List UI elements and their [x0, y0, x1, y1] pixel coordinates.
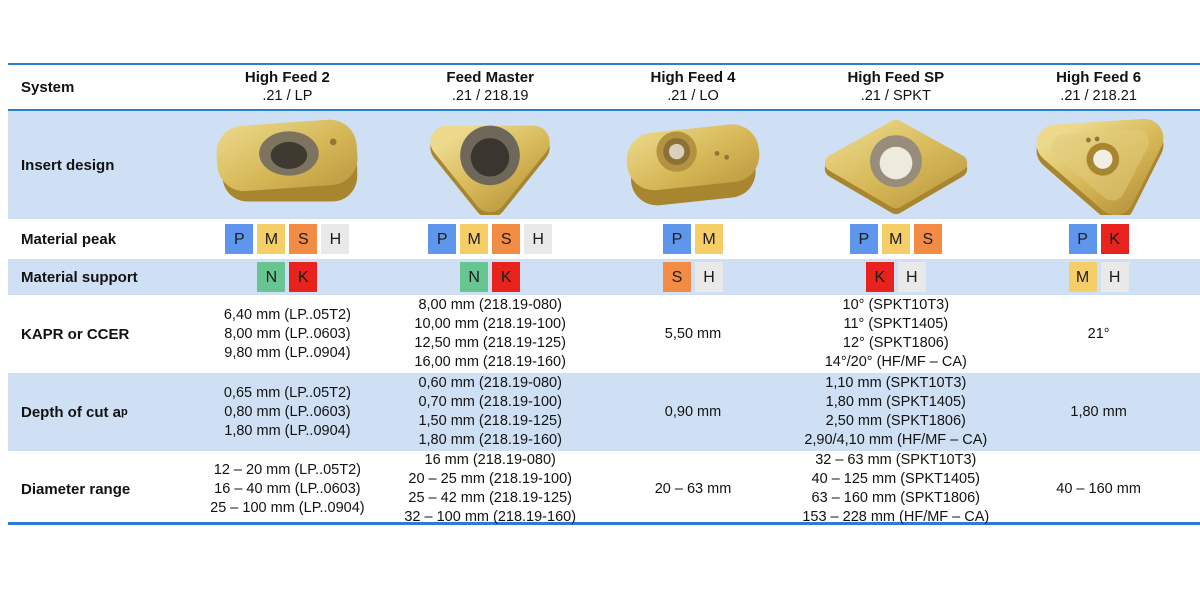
material-badge-s: S	[289, 224, 318, 254]
material-peak-high-feed-2: P M S H	[186, 219, 389, 259]
material-badge-k: K	[1100, 224, 1129, 254]
row-material-support: Material support N K N K S H K H M H	[8, 259, 1200, 295]
material-badge-m: M	[694, 224, 723, 254]
insert-cell-high-feed-sp	[794, 111, 997, 219]
depth-high-feed-6: 1,80 mm	[1070, 403, 1127, 420]
system-name: Feed Master	[446, 69, 534, 86]
kapr-high-feed-sp: 10° (SPKT10T3) 11° (SPKT1405) 12° (SPKT1…	[824, 297, 967, 370]
material-badge-n: N	[460, 262, 489, 292]
depth-label-text: Depth of cut a	[21, 403, 121, 421]
material-support-high-feed-2: N K	[186, 259, 389, 295]
kapr-high-feed-6: 21°	[1087, 325, 1110, 342]
depth-feed-master: 0,60 mm (218.19-080) 0,70 mm (218.19-100…	[418, 375, 562, 448]
row-label-insert-design: Insert design	[21, 156, 115, 174]
milling-systems-comparison-table: System High Feed 2 .21 / LP Feed Master …	[8, 63, 1200, 525]
material-support-feed-master: N K	[389, 259, 592, 295]
diameter-feed-master: 16 mm (218.19-080) 20 – 25 mm (218.19-10…	[404, 452, 577, 525]
system-code: .21 / 218.19	[451, 88, 529, 104]
lo-oblong-insert-image	[626, 124, 760, 206]
insert-cell-feed-master	[389, 111, 592, 219]
material-badge-k: K	[492, 262, 521, 292]
depth-high-feed-sp: 1,10 mm (SPKT10T3) 1,80 mm (SPKT1405) 2,…	[804, 375, 988, 448]
row-insert-design: Insert design	[8, 111, 1200, 219]
material-peak-feed-master: P M S H	[389, 219, 592, 259]
row-label-kapr: KAPR or CCER	[21, 325, 130, 343]
system-name: High Feed 4	[650, 69, 736, 86]
diameter-high-feed-2: 12 – 20 mm (LP..05T2) 16 – 40 mm (LP..06…	[210, 461, 365, 516]
column-header-feed-master: Feed Master .21 / 218.19	[389, 65, 592, 109]
diameter-high-feed-4: 20 – 63 mm	[654, 480, 732, 497]
kapr-feed-master: 8,00 mm (218.19-080) 10,00 mm (218.19-10…	[414, 297, 566, 370]
system-name: High Feed SP	[847, 69, 945, 86]
material-support-high-feed-4: S H	[592, 259, 795, 295]
material-badge-k: K	[289, 262, 318, 292]
material-badge-h: H	[524, 224, 553, 254]
kapr-high-feed-2: 6,40 mm (LP..05T2) 8,00 mm (LP..0603) 9,…	[223, 306, 351, 361]
material-badge-n: N	[257, 262, 286, 292]
depth-label-subscript: p	[121, 405, 128, 418]
material-badge-m: M	[460, 224, 489, 254]
material-badge-p: P	[225, 224, 254, 254]
material-peak-high-feed-sp: P M S	[794, 219, 997, 259]
row-label-system: System	[21, 78, 75, 96]
material-support-high-feed-6: M H	[997, 259, 1200, 295]
row-label-diameter-range: Diameter range	[21, 480, 131, 498]
system-name: High Feed 6	[1056, 69, 1142, 86]
row-kapr-or-ccer: KAPR or CCER 6,40 mm (LP..05T2) 8,00 mm …	[8, 295, 1200, 373]
column-header-high-feed-4: High Feed 4 .21 / LO	[592, 65, 795, 109]
kapr-high-feed-4: 5,50 mm	[664, 325, 722, 342]
system-code: .21 / SPKT	[860, 88, 931, 104]
material-badge-p: P	[1068, 224, 1097, 254]
material-peak-high-feed-6: P K	[997, 219, 1200, 259]
diameter-high-feed-6: 40 – 160 mm	[1056, 480, 1141, 497]
row-material-peak: Material peak P M S H P M S H P M P M S …	[8, 219, 1200, 259]
insert-cell-high-feed-4	[592, 111, 795, 219]
material-badge-h: H	[897, 262, 926, 292]
material-badge-s: S	[913, 224, 942, 254]
row-diameter-range: Diameter range 12 – 20 mm (LP..05T2) 16 …	[8, 451, 1200, 525]
column-header-high-feed-2: High Feed 2 .21 / LP	[186, 65, 389, 109]
row-system-header: System High Feed 2 .21 / LP Feed Master …	[8, 63, 1200, 111]
row-label-material-peak: Material peak	[21, 230, 117, 248]
material-badge-s: S	[662, 262, 691, 292]
depth-high-feed-2: 0,65 mm (LP..05T2) 0,80 mm (LP..0603) 1,…	[223, 384, 351, 439]
material-badge-h: H	[1100, 262, 1129, 292]
system-code: .21 / 218.21	[1060, 88, 1137, 104]
material-badge-m: M	[881, 224, 910, 254]
trigon-insert-image	[430, 125, 550, 215]
material-peak-high-feed-4: P M	[592, 219, 795, 259]
rounded-trigon-insert-image	[1036, 118, 1164, 215]
lp-rounded-rectangle-insert-image	[216, 119, 358, 202]
material-badge-p: P	[428, 224, 457, 254]
insert-cell-high-feed-2	[186, 111, 389, 219]
depth-high-feed-4: 0,90 mm	[664, 403, 722, 420]
material-badge-p: P	[662, 224, 691, 254]
system-code: .21 / LO	[667, 88, 719, 104]
material-badge-p: P	[849, 224, 878, 254]
row-label-material-support: Material support	[21, 268, 138, 286]
system-code: .21 / LP	[262, 88, 313, 104]
material-badge-k: K	[865, 262, 894, 292]
material-badge-h: H	[321, 224, 350, 254]
column-header-high-feed-6: High Feed 6 .21 / 218.21	[997, 65, 1200, 109]
diameter-high-feed-sp: 32 – 63 mm (SPKT10T3) 40 – 125 mm (SPKT1…	[802, 452, 990, 525]
column-header-high-feed-sp: High Feed SP .21 / SPKT	[794, 65, 997, 109]
material-badge-h: H	[694, 262, 723, 292]
insert-cell-high-feed-6	[997, 111, 1200, 219]
system-name: High Feed 2	[244, 69, 330, 86]
material-badge-m: M	[257, 224, 286, 254]
material-badge-m: M	[1068, 262, 1097, 292]
material-support-high-feed-sp: K H	[794, 259, 997, 295]
spkt-square-insert-image	[824, 119, 967, 215]
material-badge-s: S	[492, 224, 521, 254]
